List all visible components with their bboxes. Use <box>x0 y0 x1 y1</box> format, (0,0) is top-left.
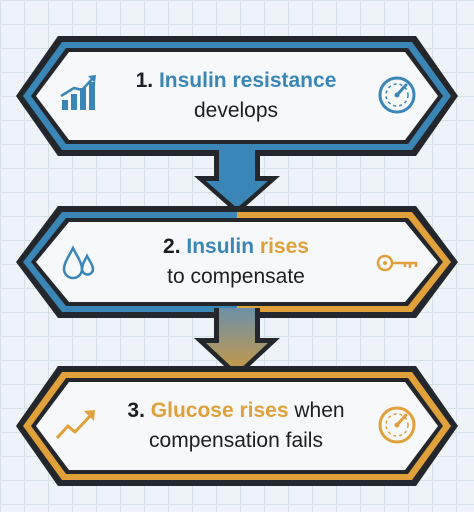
gauge-icon <box>378 76 416 114</box>
arrow-2-to-3 <box>194 308 280 378</box>
step-3-number: 3. <box>127 399 145 422</box>
key-icon <box>376 254 418 272</box>
step-1-line-2: develops <box>193 99 279 122</box>
step-2-line-2: to compensate <box>167 265 305 288</box>
step-3-text: 3. Glucose rises when compensation fails <box>100 396 372 456</box>
step-1-line-1: 1. Insulin resistance <box>100 66 372 96</box>
step-1-highlight: Insulin resistance <box>158 69 337 92</box>
step-1-box <box>16 36 458 156</box>
step-2-number: 2. <box>163 235 181 258</box>
step-2-text: 2. Insulin rises to compensate <box>100 232 372 292</box>
step-2-highlight-blue: Insulin <box>186 235 255 258</box>
droplets-icon <box>62 245 95 280</box>
step-2-highlight-orange: rises <box>259 235 309 258</box>
trend-up-arrow-icon <box>55 410 95 440</box>
step-2-line-1: 2. Insulin rises <box>100 232 372 262</box>
step-1-number: 1. <box>135 69 154 92</box>
step-3-highlight: Glucose rises <box>150 399 289 422</box>
step-3-box <box>16 366 458 486</box>
step-1-text: 1. Insulin resistance develops <box>100 66 372 126</box>
bar-chart-rising-icon <box>60 75 96 110</box>
step-3-line-2: compensation fails <box>149 429 323 452</box>
step-2-box <box>16 206 458 318</box>
step-3-rest: when <box>294 399 345 422</box>
arrow-1-to-2 <box>194 150 280 214</box>
gauge-icon <box>378 406 416 444</box>
step-3-line-1: 3. Glucose rises when <box>100 396 372 426</box>
